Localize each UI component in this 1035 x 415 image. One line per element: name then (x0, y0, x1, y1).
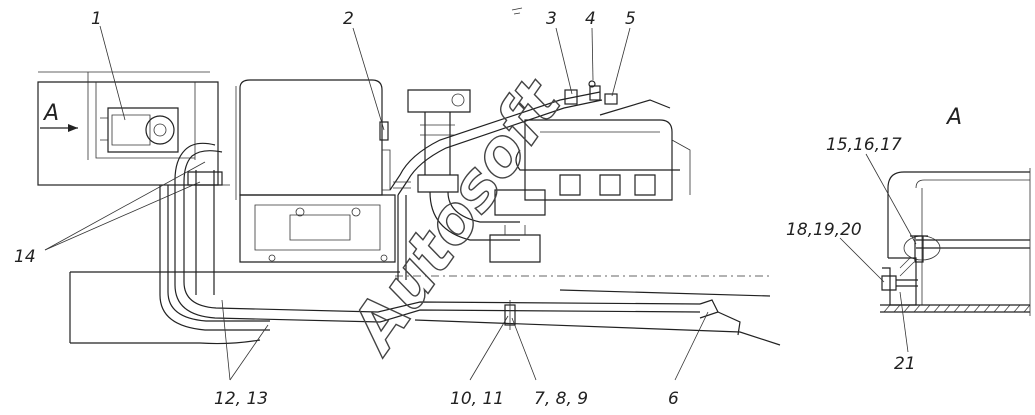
callout-3: 3 (546, 9, 557, 29)
callout-21: 21 (894, 354, 916, 374)
section-title: A (945, 105, 962, 130)
engine-block (235, 79, 396, 263)
frame-rail (69, 271, 781, 346)
view-marker-label: A (42, 101, 59, 126)
air-intake (407, 89, 520, 241)
section-a-detail: A (839, 105, 1031, 353)
callout-14: 14 (14, 247, 36, 267)
callout-5: 5 (625, 9, 636, 29)
callout-7-8-9: 7, 8, 9 (534, 389, 588, 409)
callout-2: 2 (343, 9, 354, 29)
callout-10-11: 10, 11 (450, 389, 504, 409)
callout-labels: 1 2 3 4 5 6 7, 8, 9 10, 11 12, 13 14 15,… (14, 9, 916, 409)
callout-12-13: 12, 13 (214, 389, 268, 409)
watermark-text: Autosoft (335, 66, 578, 369)
callout-15-16-17: 15,16,17 (826, 135, 902, 155)
view-arrow-a: A (40, 101, 78, 132)
callout-6: 6 (668, 389, 679, 409)
callout-1: 1 (91, 9, 102, 29)
callout-18-19-20: 18,19,20 (786, 220, 862, 240)
callout-4: 4 (585, 9, 596, 29)
cylinder-head (489, 99, 691, 263)
heater-hose-main (159, 91, 741, 336)
leader-lines (44, 25, 709, 381)
